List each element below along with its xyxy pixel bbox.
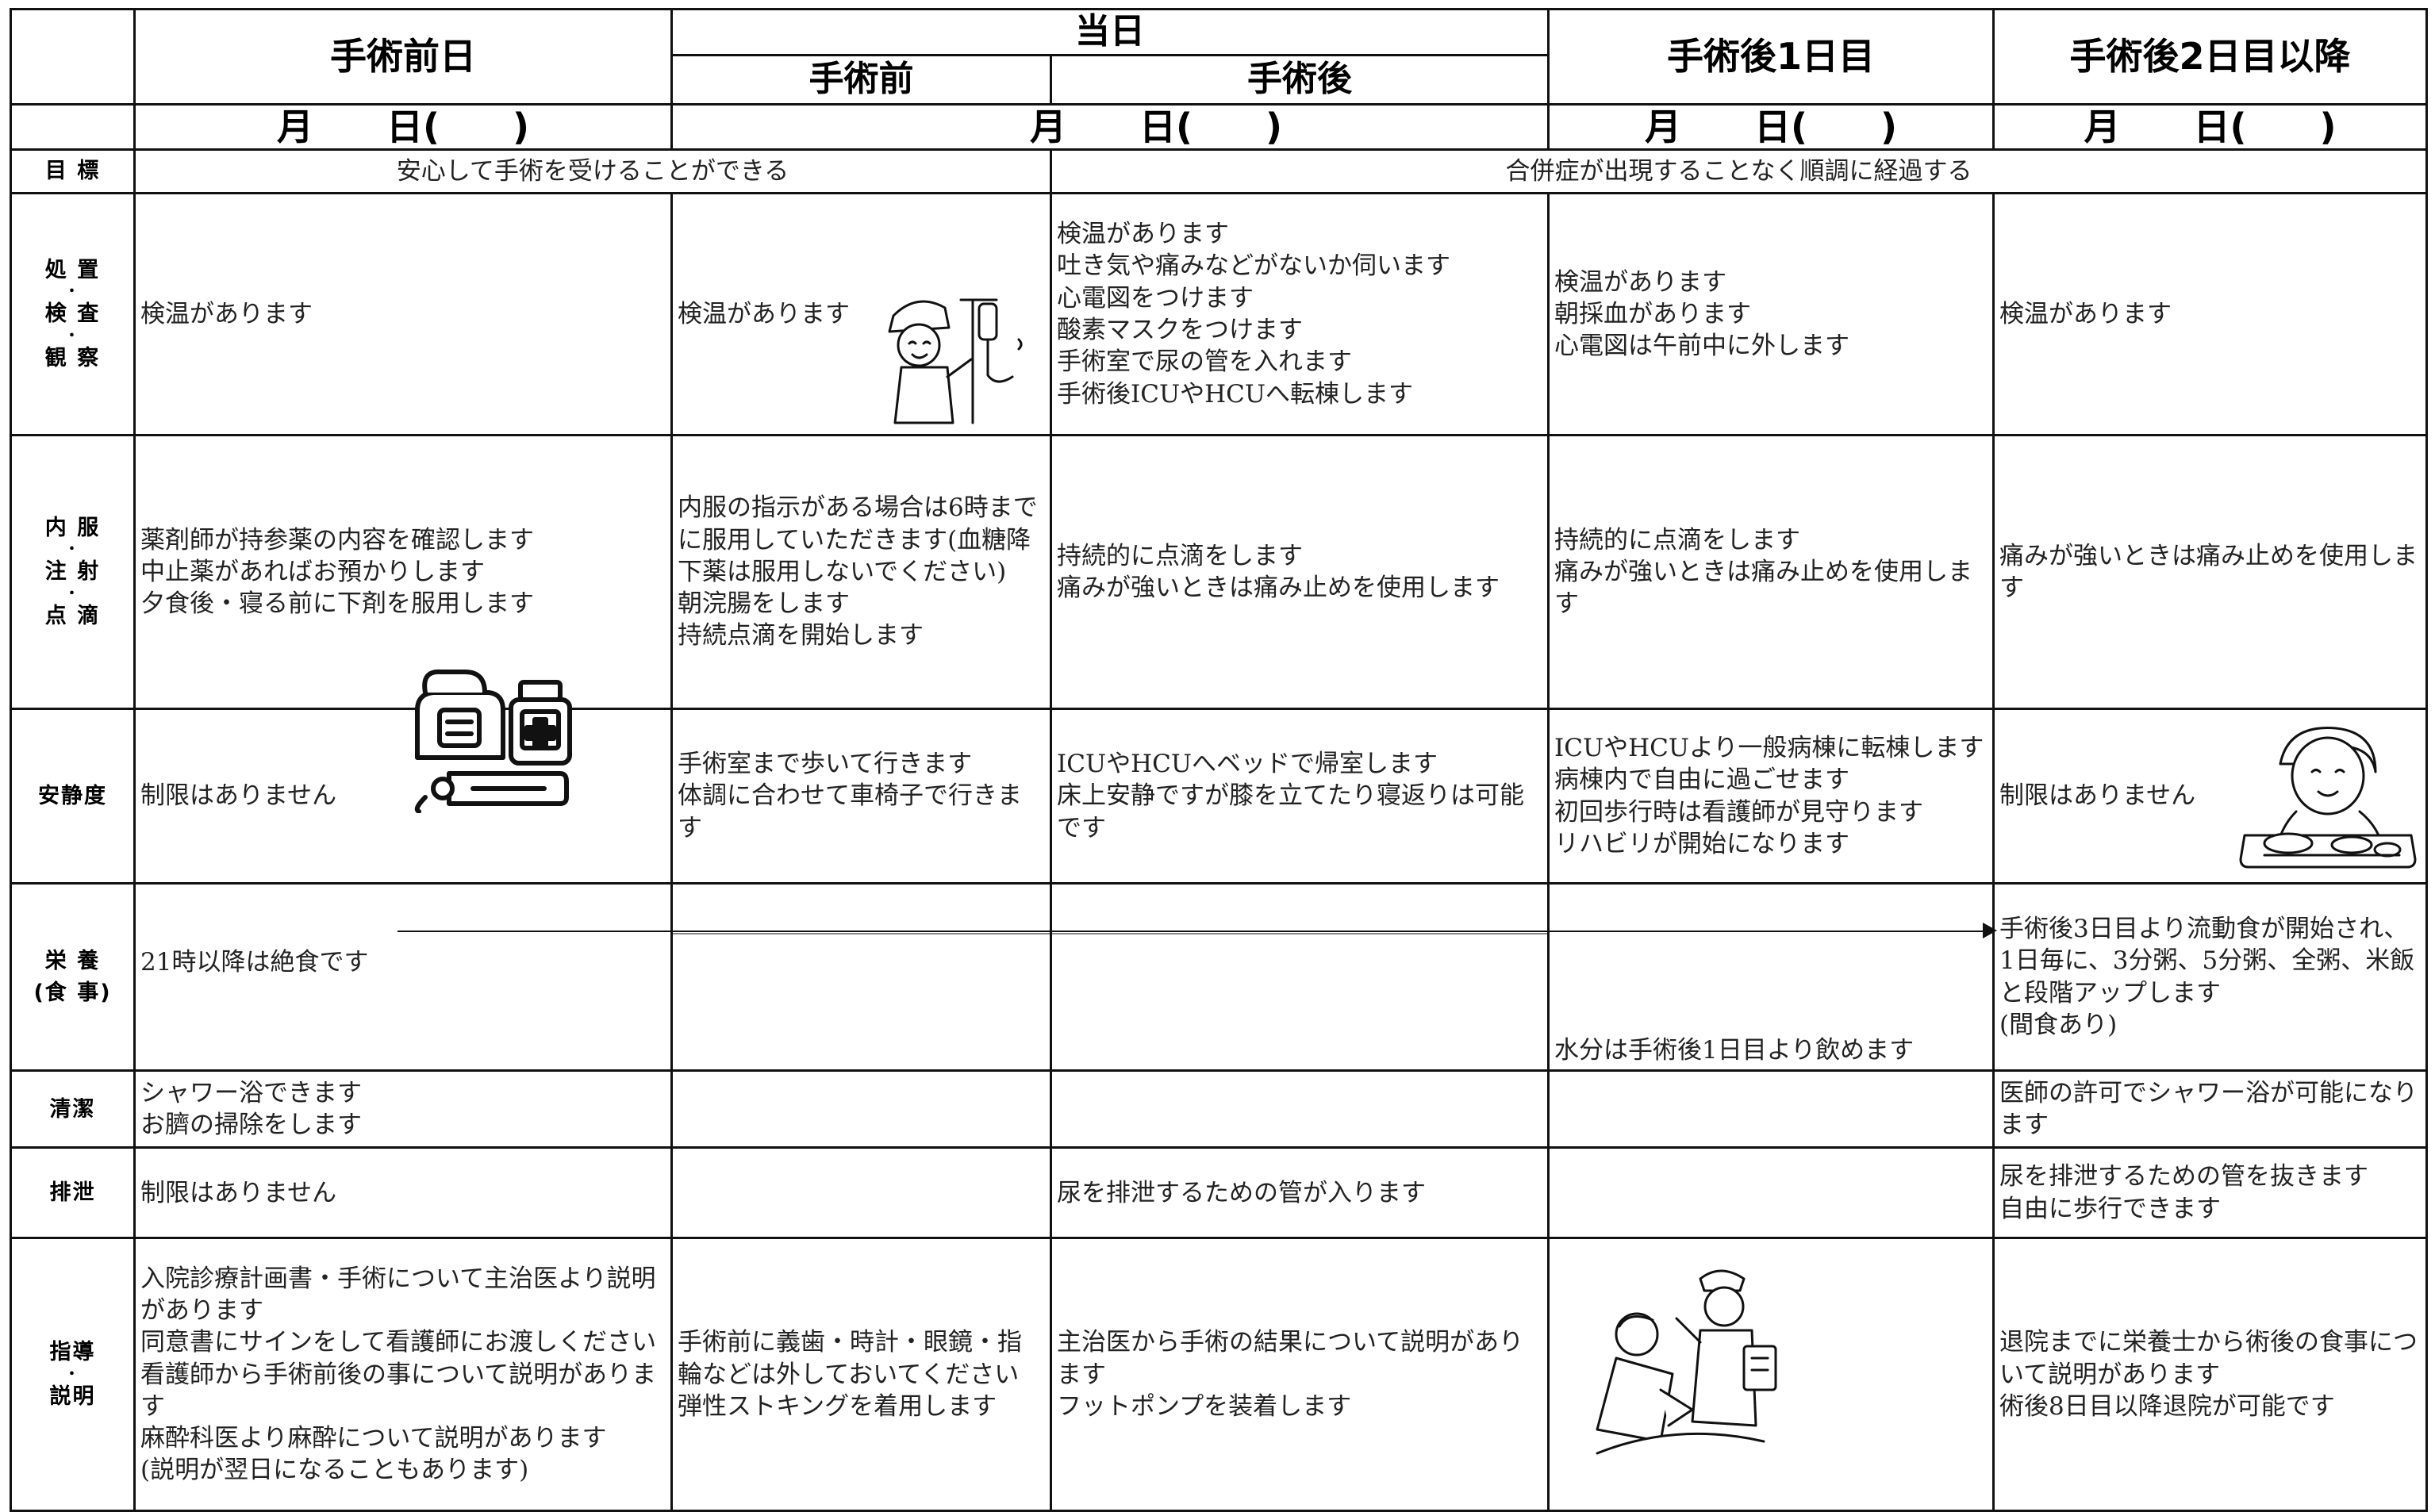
header-pre-op-day: 手術前日 [133,8,673,106]
nurse-with-iv-drip-icon [888,298,1023,424]
label-line: 説明 [49,1383,96,1409]
date-corner [10,103,136,151]
hygiene-before-surgery [670,1069,1052,1149]
label-line: 栄 養 [44,949,101,974]
guidance-after-surgery: 主治医から手術の結果について説明があります フットポンプを装着します [1050,1237,1550,1512]
rest-after-surgery: ICUやHCUへベッドで帰室します 床上安静ですが膝を立てたり寝返りは可能です [1050,708,1550,885]
date-day-of: 月 日( ) [670,103,1550,151]
medication-before-surgery: 内服の指示がある場合は6時までに服用していただきます(血糖降下薬は服用しないでく… [670,434,1052,710]
nutrition-post-op-day2: 手術後3日目より流動食が開始され、1日毎に、3分粥、5分粥、全粥、米飯と段階アッ… [1992,881,2428,1073]
row-label-guidance: 指導 ・ 説明 [10,1237,136,1512]
row-divider-line [673,933,1050,934]
date-day-of-text: 月 日( ) [1030,105,1283,148]
medication-post-op-day2: 痛みが強いときは痛み止めを使用します [1992,434,2428,710]
label-line: 点 滴 [44,603,101,628]
label-dot: ・ [64,541,81,558]
label-dot: ・ [64,327,81,344]
excretion-pre-op: 制限はありません [133,1146,673,1240]
hygiene-post-op-day1 [1547,1069,1995,1149]
rest-pre-op: 制限はありません [133,669,673,885]
row-divider-line [1052,933,1547,934]
rest-before-surgery: 手術室まで歩いて行きます 体調に合わせて車椅子で行きます [670,708,1052,885]
hygiene-pre-op: シャワー浴できます お臍の掃除をします [133,1069,673,1149]
header-day-of-surgery: 当日 [670,8,1550,56]
label-line: 内 服 [44,516,101,541]
hygiene-post-op-day2: 医師の許可でシャワー浴が可能になります [1992,1069,2428,1149]
medication-pre-op: 薬剤師が持参薬の内容を確認します 中止薬があればお預かりします 夕食後・寝る前に… [133,434,673,710]
excretion-post-op-day1 [1547,1146,1995,1240]
guidance-before-surgery: 手術前に義歯・時計・眼鏡・指輪などは外しておいてください 弾性ストキングを着用し… [670,1237,1052,1512]
rest-post-op-day2: 制限はありません [1992,708,2428,885]
label-dot: ・ [64,283,81,301]
date-post-op-day1: 月 日( ) [1547,103,1995,151]
medicine-bag-and-bottle-icon [414,669,572,813]
row-label-goal: 目 標 [10,148,136,194]
label-line: 指導 [49,1340,96,1365]
row-label-hygiene: 清潔 [10,1069,136,1149]
treatment-post-op-day1: 検温があります 朝採血があります 心電図は午前中に外します [1547,192,1995,436]
fasting-arrow-line [1546,931,1988,932]
label-line: 検 査 [44,301,101,327]
guidance-post-op-day2: 退院までに栄養士から術後の食事について説明があります 術後8日目以降退院が可能で… [1992,1237,2428,1512]
row-label-rest: 安静度 [10,708,136,885]
header-post-op-day1: 手術後1日目 [1547,8,1995,106]
excretion-after-surgery: 尿を排泄するための管が入ります [1050,1146,1550,1240]
treatment-before-text: 検温があります [678,299,850,328]
nutrition-pre-op: 21時以降は絶食です [133,881,674,1073]
goal-post-op: 合併症が出現することなく順調に経過する [1050,148,2428,194]
nutrition-after-surgery [1049,881,1550,1073]
guidance-pre-op: 入院診療計画書・手術について主治医より説明があります 同意書にサインをして看護師… [133,1237,673,1512]
rest-post-op-day1: ICUやHCUより一般病棟に転棟します 病棟内で自由に過ごせます 初回歩行時は看… [1547,708,1995,885]
row-label-medication: 内 服 ・ 注 射 ・ 点 滴 [10,434,136,710]
medication-post-op-day1: 持続的に点滴をします 痛みが強いときは痛み止めを使用します [1547,434,1995,710]
header-after-surgery: 手術後 [1050,54,1550,106]
clinical-pathway-table: 手術前日 当日 手術後1日目 手術後2日目以降 手術前 手術後 月 日( ) 月… [10,8,2428,1512]
row-label-treatment: 処 置 ・ 検 査 ・ 観 察 [10,192,136,436]
header-corner [10,8,136,106]
fasting-arrow-line [1049,931,1550,932]
label-line: 処 置 [44,258,101,283]
date-pre-op: 月 日( ) [133,103,673,151]
patient-with-meal-tray-icon [2239,727,2417,869]
doctor-and-patient-consultation-icon [1596,1269,1777,1455]
nutrition-before-surgery [670,881,1053,1073]
goal-pre-op: 安心して手術を受けることができる [133,148,1052,194]
label-dot: ・ [64,1365,81,1383]
treatment-before-surgery: 検温があります [670,192,1052,436]
header-before-surgery: 手術前 [670,54,1052,106]
header-post-op-day2-plus: 手術後2日目以降 [1992,8,2428,106]
label-line: (食 事) [33,980,112,1005]
treatment-post-op-day2: 検温があります [1992,192,2428,436]
treatment-pre-op: 検温があります [133,192,673,436]
treatment-after-surgery: 検温があります 吐き気や痛みなどがないか伺います 心電図をつけます 酸素マスクを… [1050,192,1550,436]
label-line: 観 察 [44,345,101,370]
fasting-arrow-line [398,931,674,932]
row-label-excretion: 排泄 [10,1146,136,1240]
label-line: 注 射 [44,559,101,585]
rest-post-op-day2-text: 制限はありません [1999,781,2196,811]
fasting-arrow-line [670,931,1053,932]
guidance-post-op-day1 [1547,1237,1995,1512]
medication-after-surgery: 持続的に点滴をします 痛みが強いときは痛み止めを使用します [1050,434,1550,710]
date-post-op-day2: 月 日( ) [1992,103,2428,151]
label-dot: ・ [64,585,81,602]
nutrition-pre-op-text: 21時以降は絶食です [140,948,369,977]
nutrition-post-op-day1: 水分は手術後1日目より飲めます [1546,881,1997,1073]
excretion-post-op-day2: 尿を排泄するための管を抜きます 自由に歩行できます [1992,1146,2428,1240]
excretion-before-surgery [670,1146,1052,1240]
row-label-nutrition: 栄 養 (食 事) [10,881,136,1073]
nutrition-post-op-day1-text: 水分は手術後1日目より飲めます [1554,1035,1915,1065]
hygiene-after-surgery [1050,1069,1550,1149]
rest-pre-op-text: 制限はありません [140,781,337,811]
